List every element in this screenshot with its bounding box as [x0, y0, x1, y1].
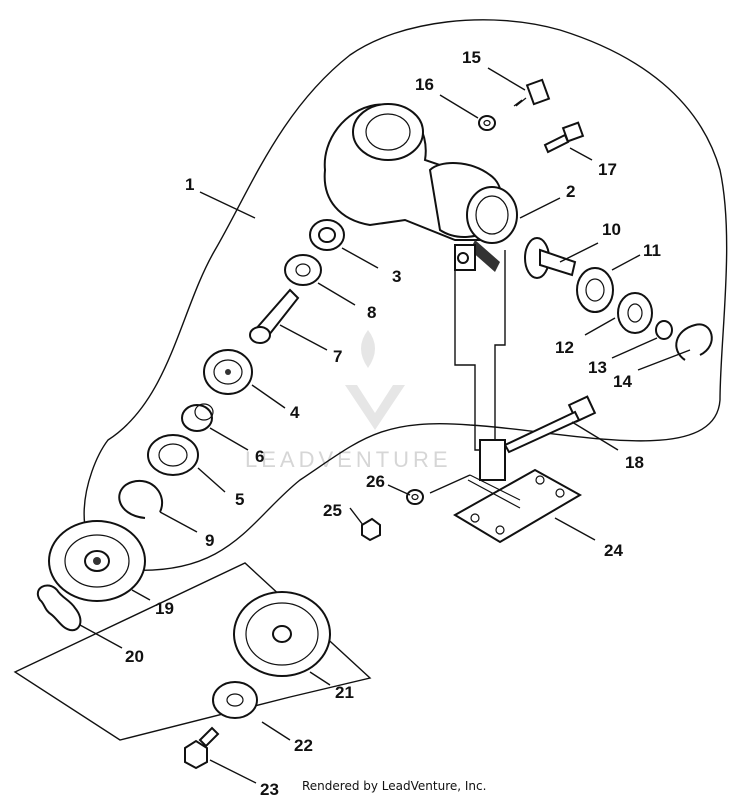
callout-12: 12: [555, 338, 574, 357]
nut-25: [361, 517, 381, 542]
callout-21: 21: [335, 683, 354, 702]
snap-ring-9: [118, 479, 163, 519]
callout-26: 26: [366, 472, 385, 491]
callout-5: 5: [235, 490, 244, 509]
callout-9: 9: [205, 531, 214, 550]
callout-8: 8: [367, 303, 376, 322]
bolt-18: [503, 395, 597, 454]
callout-1: 1: [185, 175, 194, 194]
assembly-outline: [83, 19, 728, 571]
bolt-23: [184, 726, 220, 770]
seal-5: [147, 434, 199, 476]
callout-14: 14: [613, 372, 632, 391]
callout-labels: 1 2 3 4 5 6 7 8 9 10 11 12 13 14 15 16 1…: [125, 48, 661, 798]
callout-23: 23: [260, 780, 279, 798]
callout-10: 10: [602, 220, 621, 239]
pinion-10: [524, 237, 577, 279]
gear-8: [284, 254, 322, 286]
callout-4: 4: [290, 403, 300, 422]
callout-25: 25: [323, 501, 342, 520]
bushing-6: [181, 403, 214, 432]
pulley-19: [48, 520, 146, 602]
spacer-22: [212, 681, 258, 719]
callout-20: 20: [125, 647, 144, 666]
bracket-strip: [454, 250, 506, 451]
callout-24: 24: [604, 541, 623, 560]
watermark-logo: [345, 330, 405, 430]
callout-11: 11: [643, 241, 661, 260]
callout-16: 16: [415, 75, 434, 94]
callout-22: 22: [294, 736, 313, 755]
bearing-4: [203, 349, 253, 395]
screw-17: [543, 121, 585, 154]
callout-19: 19: [155, 599, 174, 618]
callout-7: 7: [333, 347, 342, 366]
mount-plate-24: [453, 439, 583, 544]
bolt-15: [513, 78, 551, 107]
render-credit: Rendered by LeadVenture, Inc.: [302, 779, 486, 793]
bearing-11: [576, 267, 614, 313]
leader-lines: [79, 67, 691, 784]
washer-26: [406, 489, 424, 505]
washer-16: [478, 115, 496, 131]
callout-17: 17: [598, 160, 617, 179]
disc-21: [233, 591, 331, 677]
washer-13: [655, 320, 673, 340]
gear-housing: [323, 103, 518, 272]
bearing-3: [309, 219, 345, 251]
callout-18: 18: [625, 453, 644, 472]
callout-3: 3: [392, 267, 401, 286]
clip-20: [37, 584, 82, 632]
callout-13: 13: [588, 358, 607, 377]
callout-6: 6: [255, 447, 264, 466]
shaft-7: [249, 288, 300, 344]
callout-2: 2: [566, 182, 575, 201]
snap-ring-14: [675, 323, 713, 361]
watermark-text: LEADVENTURE: [245, 447, 452, 472]
lower-assembly-outline: [13, 562, 372, 741]
callout-15: 15: [462, 48, 481, 67]
bearing-12: [617, 292, 653, 334]
